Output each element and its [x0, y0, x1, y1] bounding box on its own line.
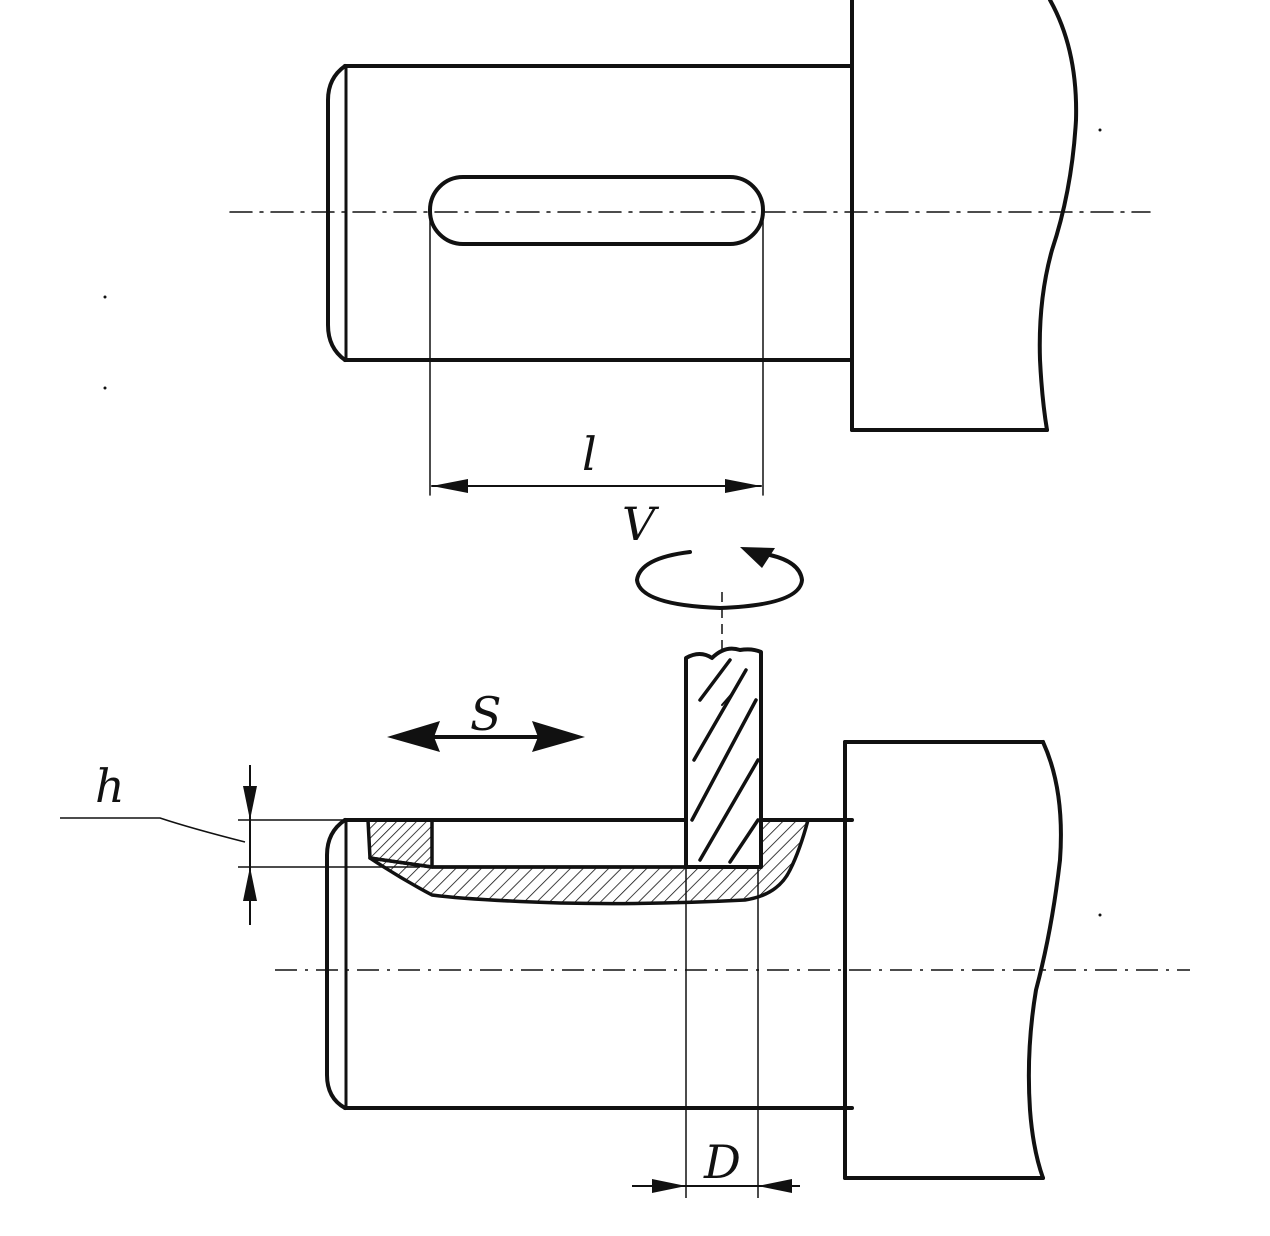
- diameter-dimension: [632, 867, 800, 1198]
- diameter-label: D: [703, 1135, 741, 1189]
- top-view: [229, 0, 1151, 496]
- depth-label: h: [95, 759, 125, 813]
- bottom-shoulder: [843, 740, 1063, 1180]
- depth-dimension: [60, 765, 420, 925]
- feed-label: S: [470, 687, 502, 741]
- scan-specks: [103, 128, 1102, 917]
- top-shaft: [326, 64, 854, 362]
- keyway-slot: [428, 175, 765, 246]
- slot-length-extension-lines: [429, 211, 764, 496]
- feed-arrow: [387, 721, 585, 752]
- cutter-flutes: [690, 658, 760, 864]
- slot-length-label: l: [582, 427, 597, 481]
- keyway-section: [366, 818, 810, 906]
- top-shoulder: [850, 0, 1079, 432]
- rotation-indicator: [634, 547, 805, 611]
- bottom-hatched-strip: [368, 818, 810, 906]
- rotation-label: V: [622, 497, 660, 551]
- end-mill-cutter: [684, 646, 763, 869]
- slot-length-dimension: [431, 479, 762, 493]
